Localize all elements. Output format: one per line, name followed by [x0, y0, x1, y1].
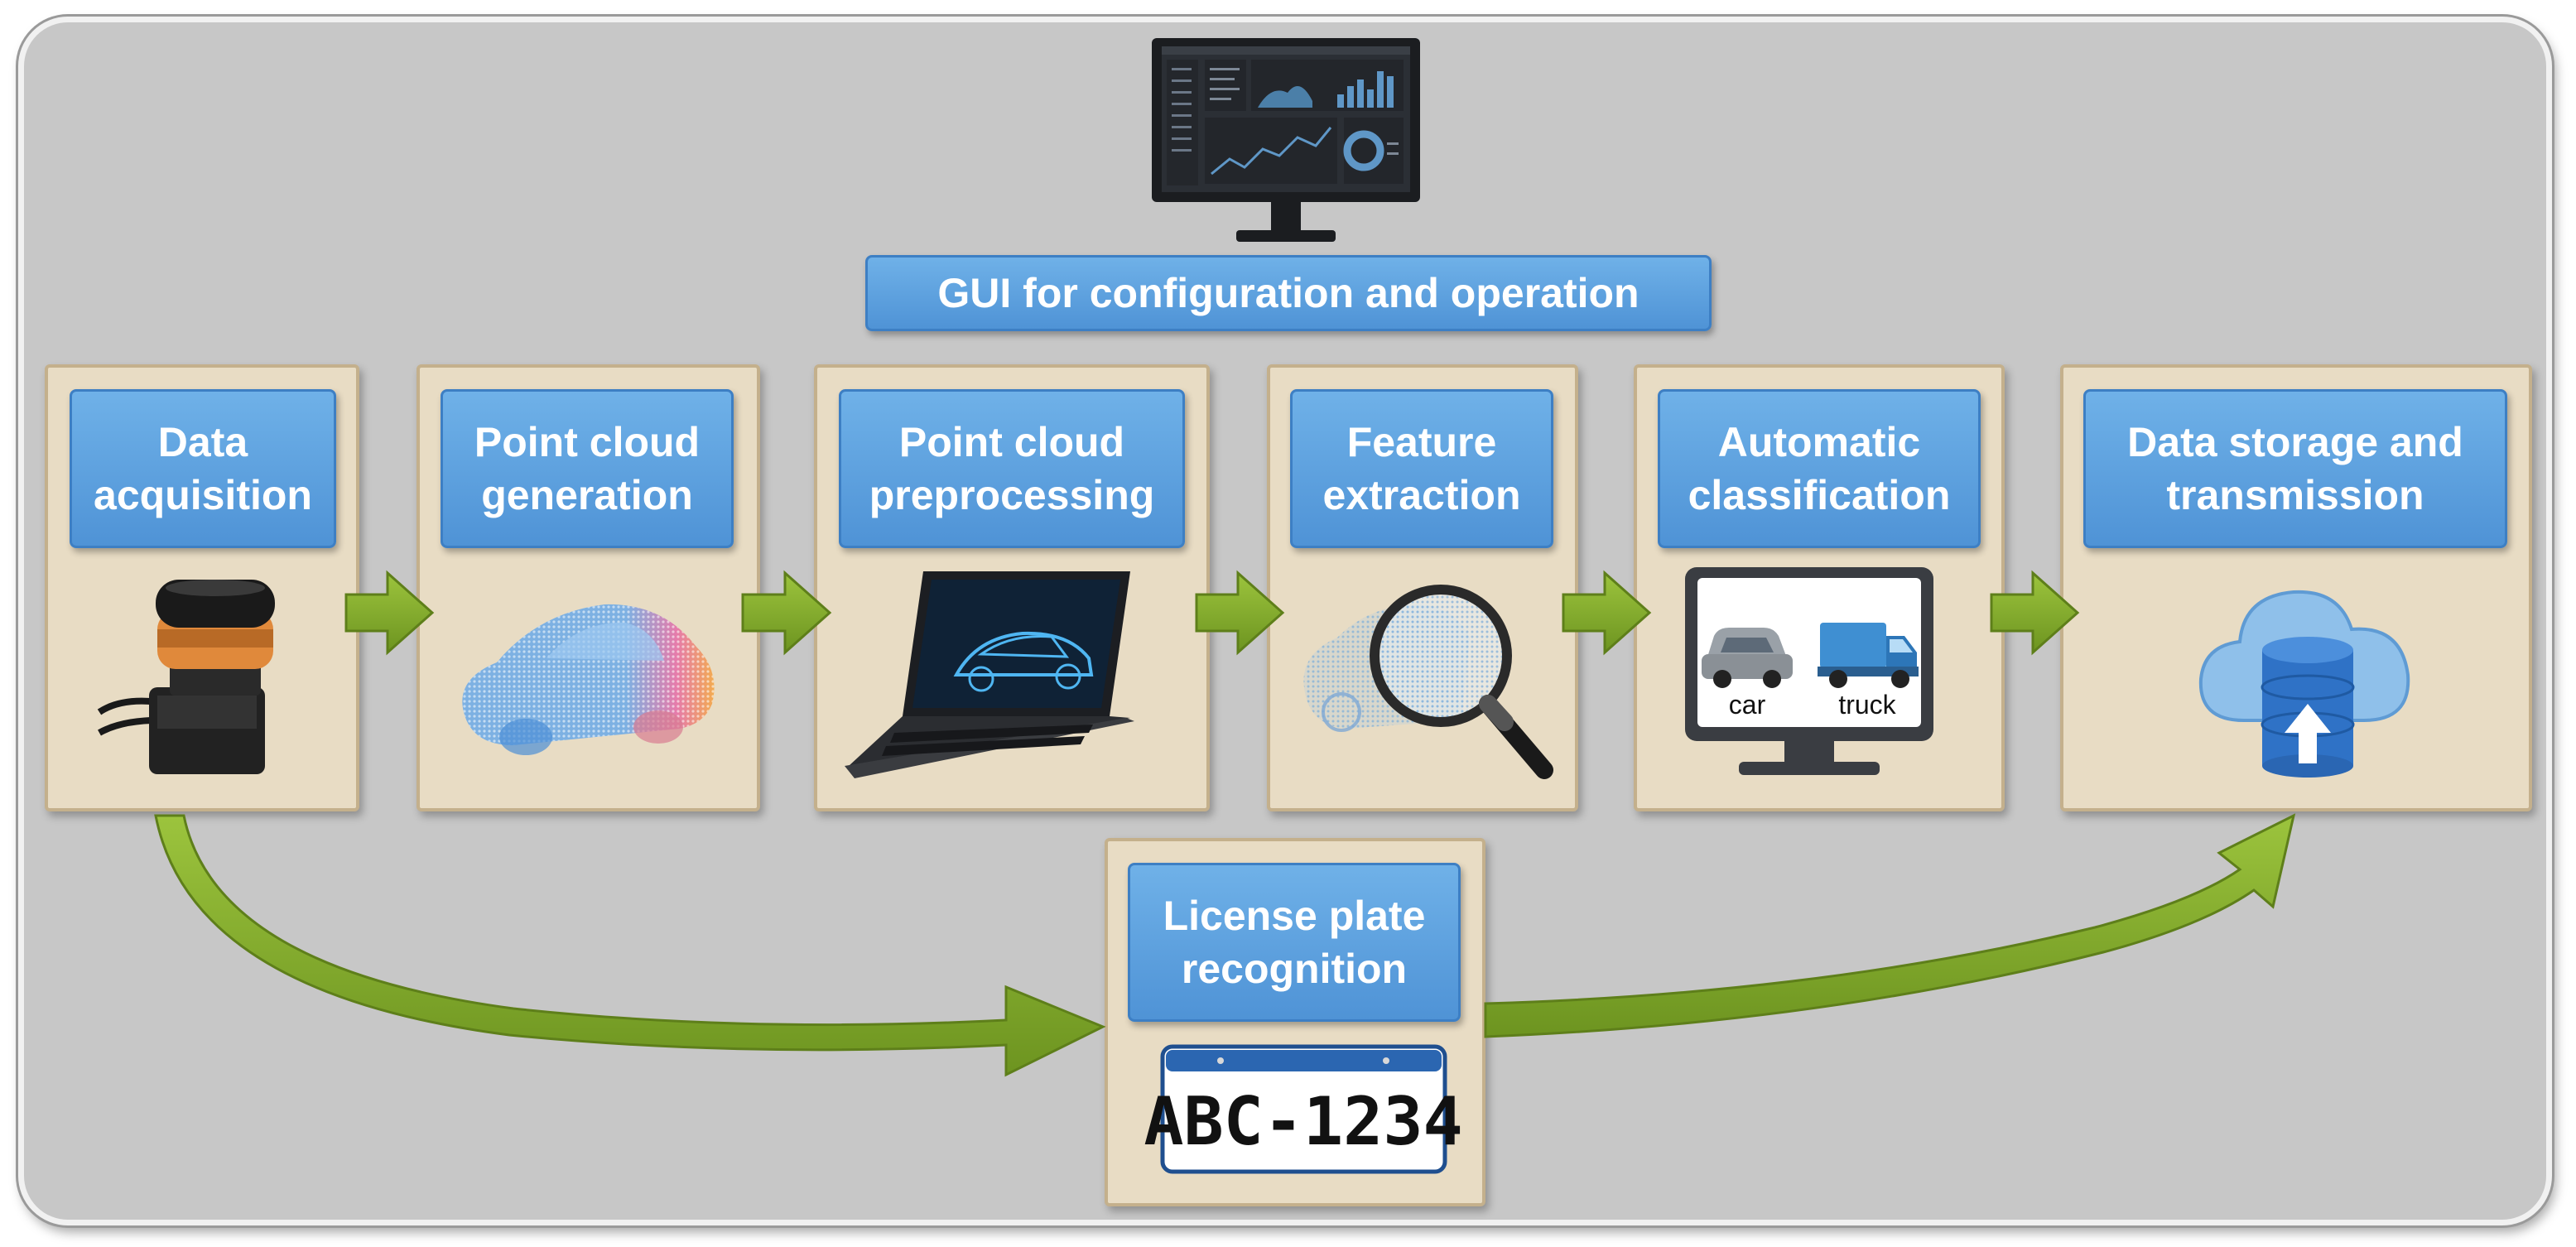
class-label-truck: truck — [1838, 690, 1896, 720]
arrow-extraction-to-classification — [1562, 570, 1652, 656]
curved-arrow-license-plate-to-storage — [1484, 813, 2296, 1038]
arrow-generation-to-preprocessing — [741, 570, 832, 656]
stage-label-data-acquisition: Data acquisition — [70, 389, 336, 548]
arrow-classification-to-storage — [1990, 570, 2080, 656]
magnifier-point-cloud-icon — [1303, 585, 1553, 779]
classification-monitor-icon: car truck — [1685, 567, 1933, 775]
stage-label-data-storage-transmission: Data storage and transmission — [2083, 389, 2507, 548]
point-cloud-car-icon — [462, 604, 715, 755]
laptop-point-cloud-icon — [845, 571, 1134, 778]
cloud-database-icon — [2198, 590, 2410, 778]
license-plate-icon: ABC-1234 — [1144, 1044, 1463, 1174]
lidar-sensor-icon — [97, 580, 275, 774]
curved-arrow-acquisition-to-license-plate — [154, 814, 1106, 1077]
stage-label-point-cloud-generation: Point cloud generation — [441, 389, 734, 548]
truck-icon — [1818, 623, 1919, 688]
stage-label-point-cloud-preprocessing: Point cloud preprocessing — [839, 389, 1185, 548]
plate-number: ABC-1234 — [1144, 1083, 1462, 1160]
monitor-dashboard-icon — [1152, 38, 1420, 242]
arrow-preprocessing-to-extraction — [1195, 570, 1285, 656]
gui-label: GUI for configuration and operation — [865, 255, 1712, 331]
car-icon — [1702, 628, 1793, 688]
stage-label-automatic-classification: Automatic classification — [1658, 389, 1981, 548]
stage-label-license-plate-recognition: License plate recognition — [1128, 863, 1461, 1022]
class-label-car: car — [1729, 690, 1766, 720]
stage-label-feature-extraction: Feature extraction — [1290, 389, 1553, 548]
arrow-acquisition-to-generation — [344, 570, 435, 656]
